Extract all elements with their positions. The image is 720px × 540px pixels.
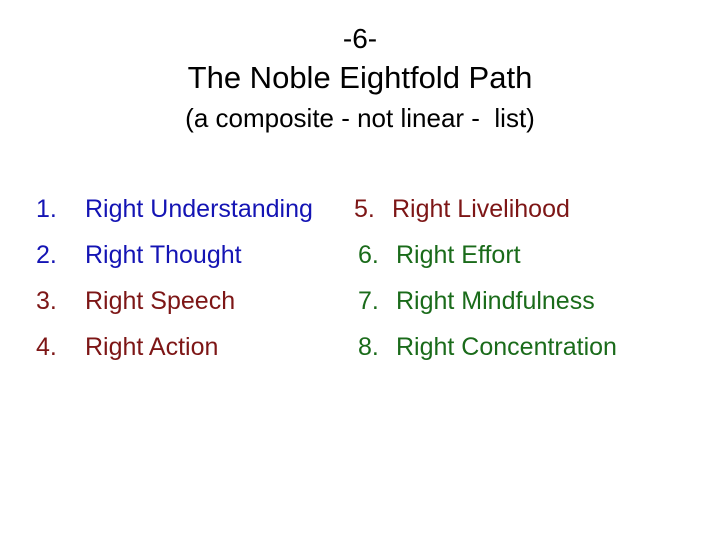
list-item-number: 3.: [36, 287, 57, 315]
list-item-number: 7.: [358, 287, 379, 315]
list-item: 2. Right Thought: [36, 232, 366, 278]
eightfold-path-list: 1. Right Understanding 2. Right Thought …: [0, 186, 720, 376]
list-column-right: 5. Right Livelihood 6. Right Effort 7. R…: [354, 186, 708, 370]
list-item-label: Right Action: [85, 333, 219, 361]
list-item-label: Right Effort: [396, 241, 521, 269]
list-item-number: 5.: [354, 195, 375, 223]
list-item: 3. Right Speech: [36, 278, 366, 324]
list-item-label: Right Speech: [85, 287, 236, 315]
list-item: 4. Right Action: [36, 324, 366, 370]
list-item-label: Right Concentration: [396, 333, 617, 361]
list-item: 7. Right Mindfulness: [358, 278, 708, 324]
list-item-label: Right Thought: [85, 241, 242, 269]
list-item-number: 4.: [36, 333, 57, 361]
list-item: 1. Right Understanding: [36, 186, 366, 232]
list-item: 5. Right Livelihood: [354, 186, 704, 232]
list-item-number: 1.: [36, 195, 57, 223]
list-column-left: 1. Right Understanding 2. Right Thought …: [36, 186, 366, 370]
list-item-label: Right Mindfulness: [396, 287, 595, 315]
page-title: The Noble Eightfold Path: [187, 60, 533, 95]
list-item: 6. Right Effort: [358, 232, 708, 278]
page-subtitle: (a composite - not linear - list): [185, 103, 535, 133]
list-item-number: 2.: [36, 241, 57, 269]
list-item: 8. Right Concentration: [358, 324, 708, 370]
heading-block: -6- The Noble Eightfold Path (a composit…: [0, 22, 720, 135]
list-item-number: 8.: [358, 333, 379, 361]
list-item-label: Right Livelihood: [392, 195, 570, 223]
list-item-number: 6.: [358, 241, 379, 269]
slide-number: -6-: [342, 23, 378, 54]
list-item-label: Right Understanding: [85, 195, 313, 223]
